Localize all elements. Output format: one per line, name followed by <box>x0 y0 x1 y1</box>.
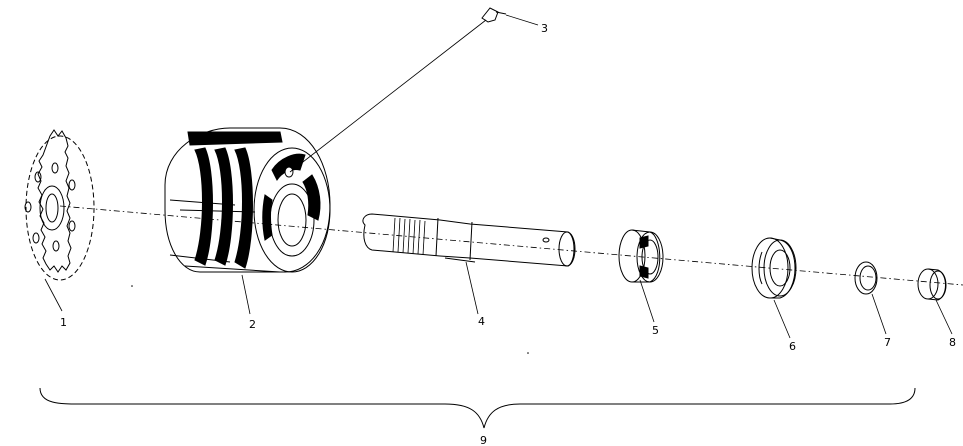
assembly-brace <box>39 387 916 429</box>
stray-dot <box>527 352 529 354</box>
part-flange <box>751 237 797 299</box>
part-grease-fitting <box>289 7 507 173</box>
stray-dot <box>131 285 133 287</box>
part-sprocket <box>24 129 95 281</box>
leader-lines <box>44 14 953 339</box>
callout-7: 7 <box>884 336 891 349</box>
part-drum <box>164 127 331 273</box>
part-snap-ring <box>854 261 878 295</box>
callout-2: 2 <box>249 318 256 331</box>
callout-4: 4 <box>478 315 485 328</box>
part-bearing <box>618 229 664 283</box>
callout-8: 8 <box>949 336 956 349</box>
callout-1: 1 <box>60 316 67 329</box>
callout-9: 9 <box>480 434 487 446</box>
callout-labels: 1 2 3 4 5 6 7 8 9 <box>60 22 956 446</box>
part-collar <box>917 268 947 301</box>
callout-3: 3 <box>541 22 548 35</box>
callout-5: 5 <box>652 324 659 337</box>
part-shaft <box>362 213 576 267</box>
callout-6: 6 <box>789 340 796 353</box>
center-axis <box>59 205 963 286</box>
